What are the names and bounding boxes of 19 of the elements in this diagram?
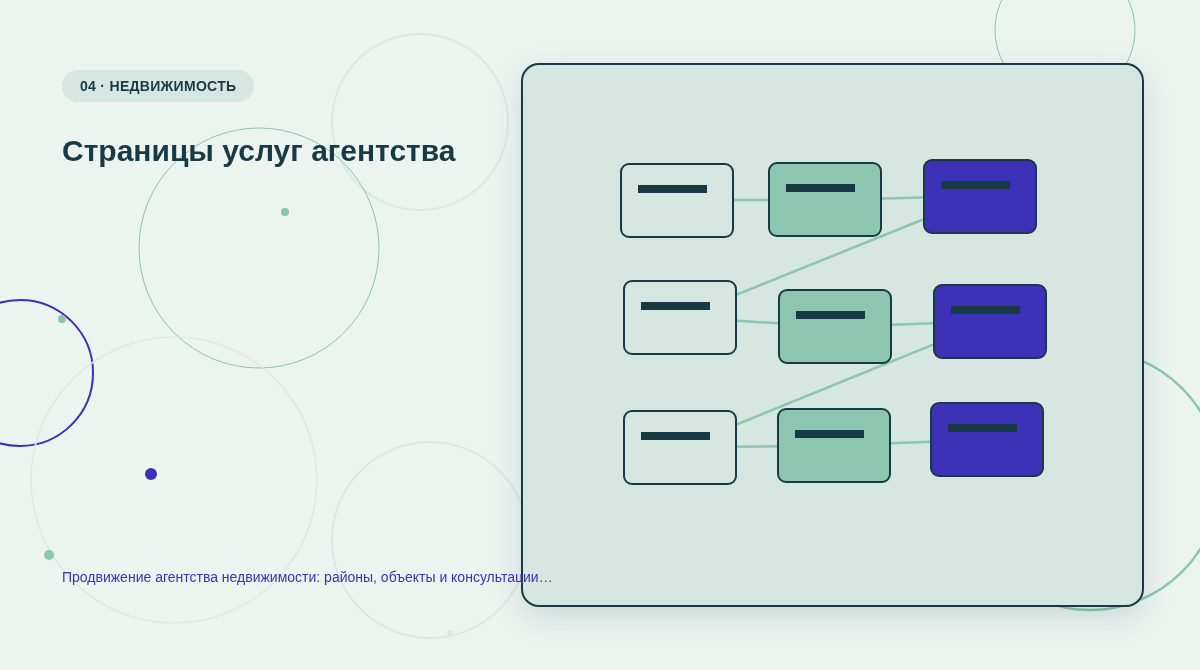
category-tag: 04 · НЕДВИЖИМОСТЬ xyxy=(62,70,255,102)
connector-line xyxy=(736,343,934,426)
page-card xyxy=(623,410,737,485)
connector-line xyxy=(737,445,777,448)
page-card xyxy=(933,284,1047,359)
page-card xyxy=(923,159,1037,234)
page-card xyxy=(930,402,1044,477)
connector-line xyxy=(890,440,931,445)
slide-title: Страницы услуг агентства xyxy=(62,134,456,168)
connector-line xyxy=(736,319,779,325)
connector-line xyxy=(881,196,924,200)
page-card xyxy=(778,289,892,364)
page-card xyxy=(777,408,891,483)
connector-line xyxy=(734,198,768,202)
page-card xyxy=(768,162,882,237)
page-card xyxy=(620,163,734,238)
page-card xyxy=(623,280,737,355)
connector-line xyxy=(891,322,934,326)
connector-line xyxy=(736,218,924,296)
